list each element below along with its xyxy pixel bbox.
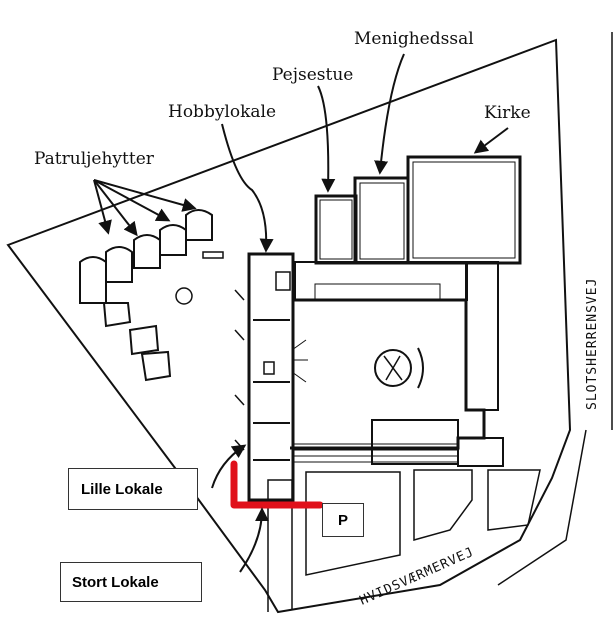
parking-lot-2	[413, 469, 473, 541]
label-menighedssal: Menighedssal	[354, 29, 474, 49]
site-boundary	[6, 38, 572, 614]
courtyard-feature	[374, 347, 424, 389]
street-slotsherrensvej: SLOTSHERRENSVEJ	[585, 278, 600, 410]
callout-stort-lokale-text: Stort Lokale	[72, 573, 159, 591]
label-patruljehytter: Patruljehytter	[34, 149, 155, 169]
parking-lot-3	[487, 469, 541, 531]
label-hobbylokale: Hobbylokale	[168, 102, 276, 122]
callout-stort-lokale: Stort Lokale	[60, 562, 202, 602]
callout-lille-lokale: Lille Lokale	[68, 468, 198, 510]
east-road-edge	[497, 32, 613, 586]
route-line	[230, 460, 324, 509]
callout-lille-lokale-text: Lille Lokale	[81, 480, 163, 498]
label-kirke: Kirke	[484, 103, 531, 123]
street-hvidsvaermervej: HVIDSVÆRMERVEJ	[358, 545, 477, 609]
label-pejsestue: Pejsestue	[272, 65, 353, 85]
west-wing	[202, 251, 308, 502]
patrol-huts	[79, 209, 213, 382]
parking-marker-text: P	[337, 511, 348, 529]
parking-marker: P	[322, 503, 364, 537]
church-complex	[290, 155, 522, 467]
label-arrows	[93, 53, 509, 573]
lower-road	[267, 479, 293, 612]
parking-lot-1	[305, 471, 401, 576]
